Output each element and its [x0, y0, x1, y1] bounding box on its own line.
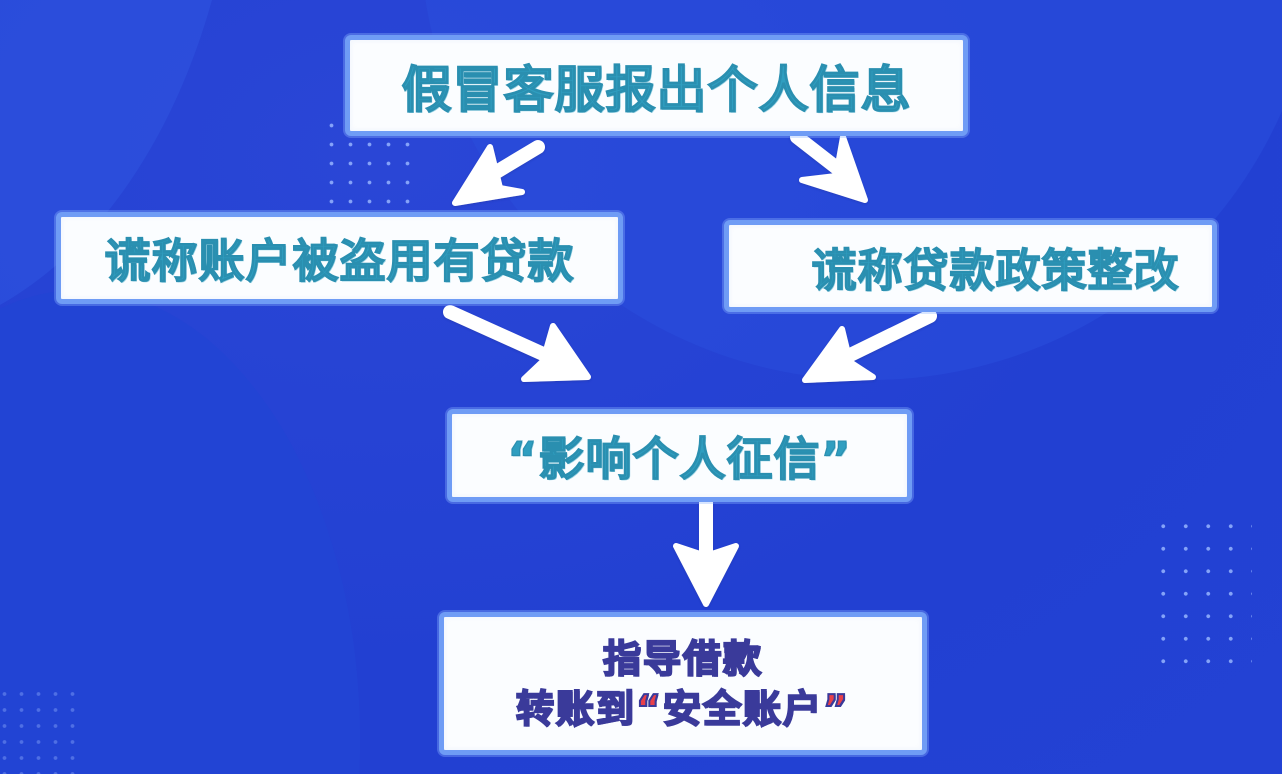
arrow-down-icon	[673, 495, 739, 607]
node-impersonate-customer-service: 假冒客服报出个人信息	[345, 35, 968, 136]
node-label: 谎称账户被盗用有贷款	[104, 233, 575, 288]
dot-grid-decoration	[1152, 515, 1252, 675]
node-label: “影响个人征信”	[507, 431, 852, 486]
arrow-down-right-icon	[443, 305, 591, 382]
warning-line-2: 转账到“安全账户”	[515, 686, 850, 732]
node-claim-account-stolen: 谎称账户被盗用有贷款	[56, 212, 623, 304]
node-claim-policy-change: 谎称贷款政策整改	[724, 220, 1217, 312]
node-transfer-to-safe-account: 指导借款 转账到“安全账户”	[439, 612, 927, 755]
warning-line-1: 指导借款	[602, 636, 763, 682]
arrow-down-right-icon	[790, 130, 868, 203]
node-label: 假冒客服报出个人信息	[401, 60, 912, 119]
arrow-down-left-icon	[802, 309, 937, 383]
arrow-down-left-icon	[452, 140, 545, 206]
node-label: 谎称贷款政策整改	[811, 243, 1180, 297]
node-affect-credit: “影响个人征信”	[447, 409, 912, 502]
dot-grid-decoration	[0, 686, 76, 774]
